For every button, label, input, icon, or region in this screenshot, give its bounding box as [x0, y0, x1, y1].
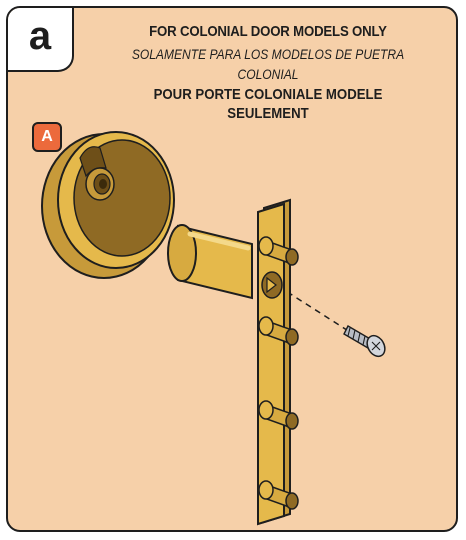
caption-spanish-line1: SOLAMENTE PARA LOS MODELOS DE PUETRA [131, 46, 405, 62]
caption-french-line2: SEULEMENT [227, 105, 309, 122]
mounting-plate [257, 198, 299, 526]
caption-english: FOR COLONIAL DOOR MODELS ONLY [149, 23, 387, 40]
spindle-cylinder [167, 224, 253, 300]
caption-french-line1: POUR PORTE COLONIALE MODELE [153, 86, 383, 103]
plate-post [258, 316, 299, 346]
round-rose [41, 131, 175, 279]
caption-spanish-line2: COLONIAL [237, 66, 299, 82]
instruction-panel: a FOR COLONIAL DOOR MODELS ONLY SOLAMENT… [6, 6, 458, 532]
step-label: a [8, 8, 74, 72]
caption-block: FOR COLONIAL DOOR MODELS ONLY SOLAMENTE … [98, 22, 438, 123]
screw-hole [261, 271, 283, 299]
plate-post [258, 236, 299, 266]
screw [343, 325, 386, 358]
plate-post [258, 400, 299, 430]
assembly-illustration [41, 131, 386, 526]
plate-post [258, 480, 299, 510]
part-a-badge: A [32, 122, 62, 152]
